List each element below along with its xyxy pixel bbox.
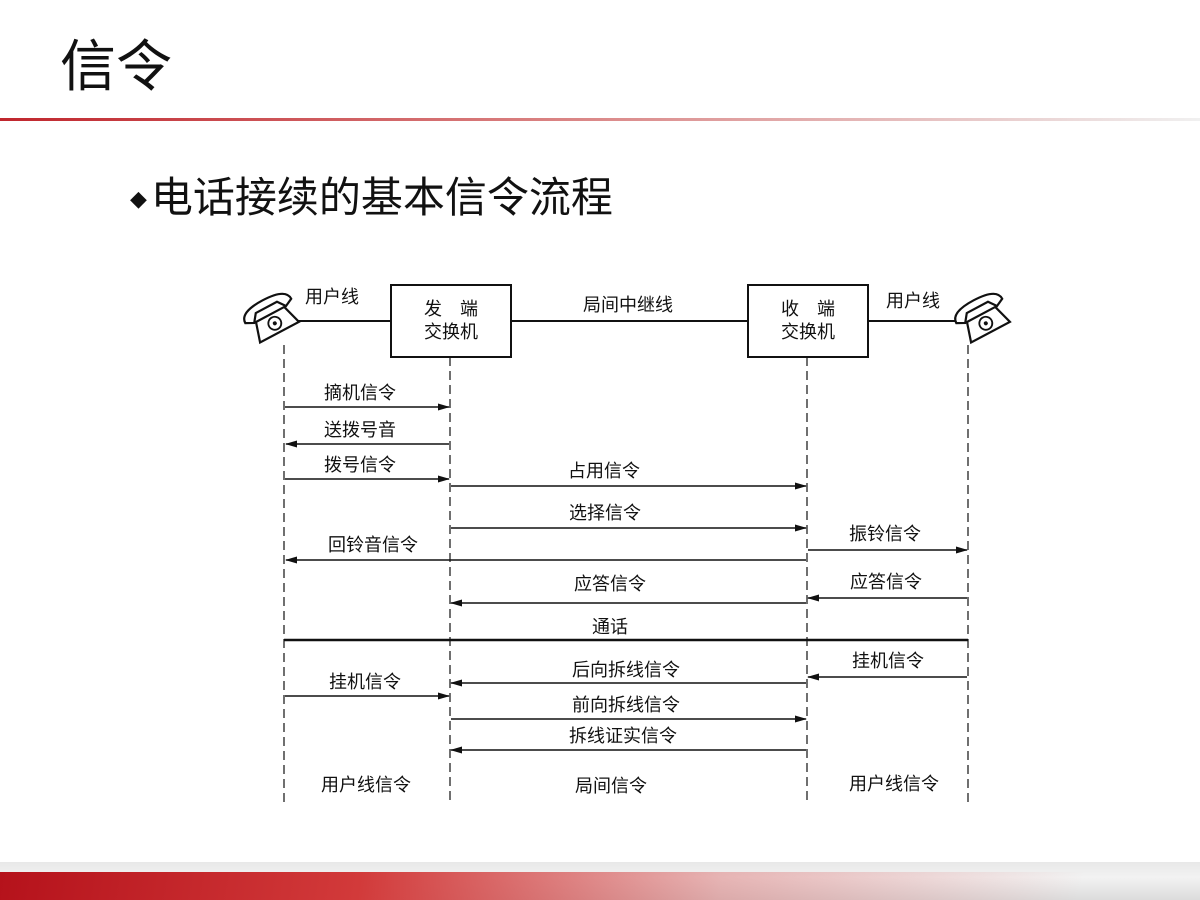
diamond-bullet-icon: ◆ [130,187,147,213]
label-conversation: 通话 [592,617,628,638]
bullet-text: 电话接续的基本信令流程 [150,173,613,222]
slide-title: 信令 [60,35,172,100]
origin-box-line1: 发 端 [424,299,478,320]
term-box-line1: 收 端 [781,299,835,320]
origin-box-line2: 交换机 [424,322,478,343]
term-box-line2: 交换机 [781,322,835,343]
left-user-line-label: 用户线 [305,287,359,308]
label-onhook-callee: 挂机信令 [852,651,924,672]
label-dialtone: 送拨号音 [324,420,396,441]
title-divider [0,118,1200,121]
label-dialing: 拨号信令 [324,455,396,476]
right-user-line-label: 用户线 [886,291,940,312]
label-answer-callee: 应答信令 [850,572,922,593]
label-onhook-caller: 挂机信令 [329,672,401,693]
trunk-label: 局间中继线 [583,295,673,316]
telephone-icon [243,292,301,345]
label-ringback: 回铃音信令 [328,535,418,556]
bullet-item: ◆电话接续的基本信令流程 [130,173,613,222]
label-clear-confirm: 拆线证实信令 [569,726,677,747]
term-exchange-box [747,284,869,358]
section-left-label: 用户线信令 [321,775,411,796]
telephone-icon [954,292,1012,345]
label-backward-clear: 后向拆线信令 [572,660,680,681]
label-ringing: 振铃信令 [849,524,921,545]
label-answer-backward: 应答信令 [574,574,646,595]
origin-exchange-box [390,284,512,358]
label-selection: 选择信令 [569,503,641,524]
footer-accent-stripe [0,872,1200,900]
section-right-label: 用户线信令 [849,774,939,795]
label-offhook: 摘机信令 [324,383,396,404]
label-seizure: 占用信令 [568,461,640,482]
section-middle-label: 局间信令 [575,776,647,797]
label-forward-clear: 前向拆线信令 [572,695,680,716]
